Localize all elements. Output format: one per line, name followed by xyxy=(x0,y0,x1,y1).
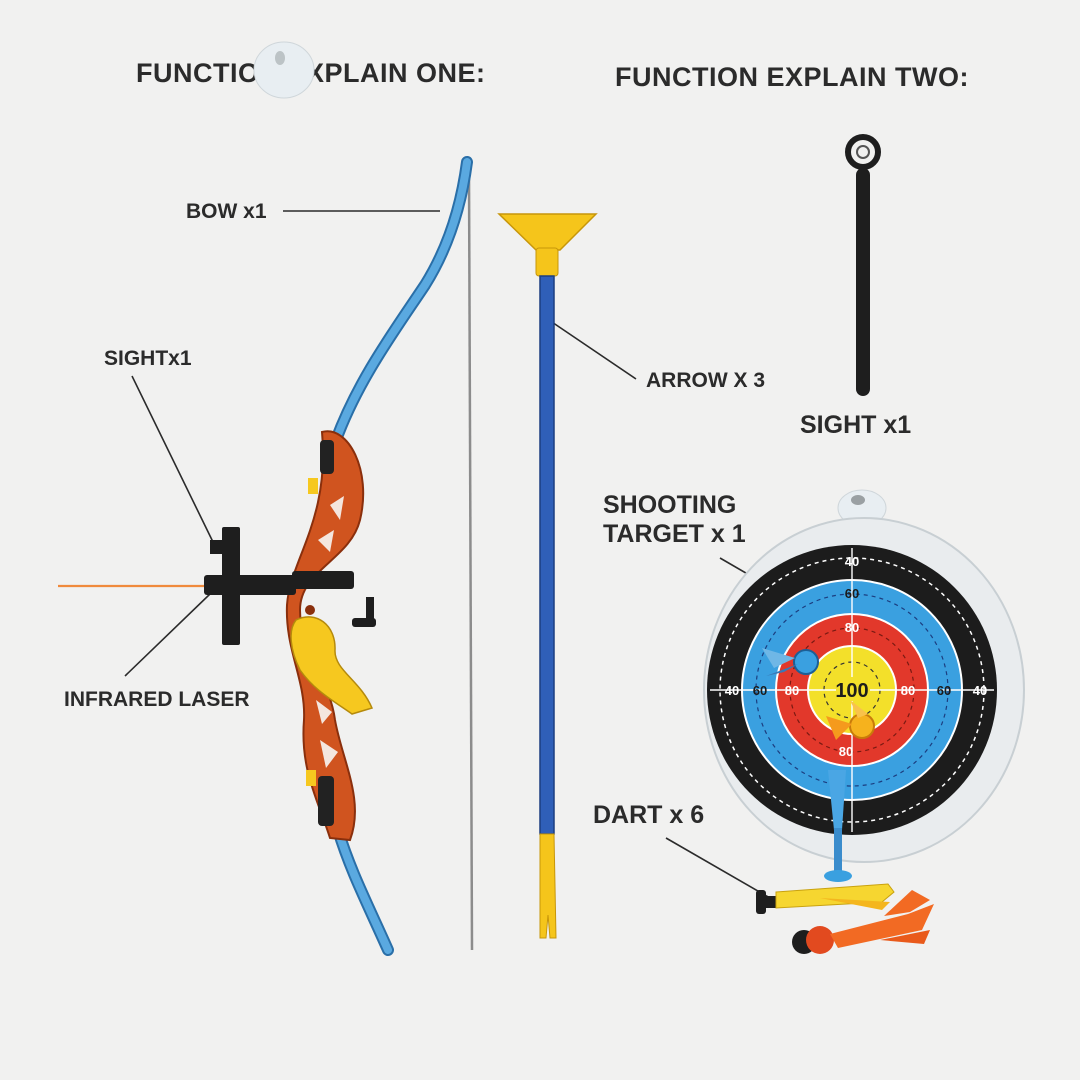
sight-knob-base xyxy=(352,618,376,627)
sight-ring-inner xyxy=(856,145,870,159)
center-label-bg xyxy=(836,677,870,701)
infrared-laser-label: INFRARED LASER xyxy=(64,688,250,711)
limb-bolt-top xyxy=(320,440,334,474)
heading-suction-cup xyxy=(253,41,315,99)
bow-upper-limb xyxy=(332,158,471,444)
dart-stuck-orange xyxy=(826,700,875,740)
laser-housing xyxy=(204,575,296,595)
target-label-60-top: 60 xyxy=(845,586,859,601)
leader-lines xyxy=(124,210,821,899)
bow-string xyxy=(467,171,474,951)
riser-cutout xyxy=(316,700,332,724)
dart-label: DART x 6 xyxy=(593,801,705,829)
target-label-80-top: 80 xyxy=(845,620,859,635)
target-hanger-screw xyxy=(851,495,865,505)
riser-cutout xyxy=(320,740,338,768)
shooting-target: 100 80 60 40 80 60 40 80 60 40 80 xyxy=(703,489,1025,882)
sight-leader-line xyxy=(131,375,214,543)
target-label-60-right: 60 xyxy=(937,683,951,698)
sight-rod-body xyxy=(856,168,870,396)
target-label-80-bottom: 80 xyxy=(839,744,853,759)
sight-mount xyxy=(204,527,376,645)
arrow-leader-line xyxy=(542,315,637,380)
arrow-nock xyxy=(539,833,557,939)
bow-riser xyxy=(285,430,365,842)
shooting-target-label-line1: SHOOTING xyxy=(603,491,737,519)
loose-darts xyxy=(756,883,934,954)
arrow xyxy=(497,213,598,939)
riser-cutout xyxy=(318,530,334,552)
arrow-cup-neck xyxy=(535,247,559,277)
target-label-80-left: 80 xyxy=(785,683,799,698)
bow-lower-limb xyxy=(334,826,392,954)
sight-knob xyxy=(366,597,374,619)
target-label-center: 100 xyxy=(835,680,868,702)
sight-pin xyxy=(210,540,226,554)
dart-leader-line xyxy=(665,837,771,899)
limb-cap-top xyxy=(308,478,318,494)
bow xyxy=(285,156,473,956)
target-label-40-right: 40 xyxy=(973,683,987,698)
bow-label: BOW x1 xyxy=(186,200,267,223)
riser-cutout xyxy=(330,496,344,520)
bow-grip xyxy=(290,616,374,715)
target-label-60-left: 60 xyxy=(753,683,767,698)
sight-rod xyxy=(845,134,881,396)
dart-orange xyxy=(792,890,934,954)
riser-screw xyxy=(305,605,315,615)
heading-function-two: FUNCTION EXPLAIN TWO: xyxy=(615,62,969,92)
sight-left-label: SIGHTx1 xyxy=(104,347,192,370)
sight-ring xyxy=(845,134,881,170)
dart-stuck-blue xyxy=(762,648,819,676)
shooting-target-label-line2: TARGET x 1 xyxy=(603,520,746,548)
sight-right-label: SIGHT x1 xyxy=(800,411,912,439)
arrow-shaft xyxy=(539,275,555,835)
target-label-40-left: 40 xyxy=(725,683,739,698)
limb-cap-bottom xyxy=(306,770,316,786)
dart-yellow xyxy=(756,883,895,914)
target-label-40-top: 40 xyxy=(845,554,859,569)
target-label-80-right: 80 xyxy=(901,683,915,698)
arrow-suction-cup xyxy=(497,213,598,251)
laser-leader-line xyxy=(124,593,211,677)
dart-stuck-blue-lower xyxy=(824,770,852,882)
limb-bolt-bottom xyxy=(318,776,334,826)
arrow-label: ARROW X 3 xyxy=(646,369,766,392)
sight-bar xyxy=(292,571,354,589)
